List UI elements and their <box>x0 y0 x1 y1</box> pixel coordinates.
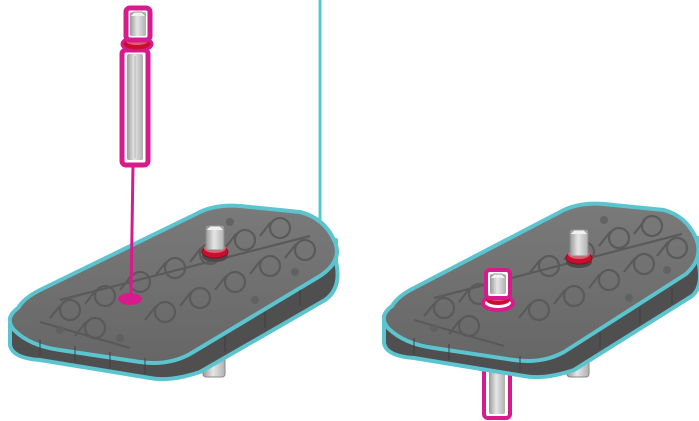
standing-shaft-right <box>565 229 593 268</box>
panel-before <box>7 5 340 382</box>
standing-shaft-left <box>201 225 229 262</box>
target-hole-icon <box>118 293 142 305</box>
panel-after <box>381 201 699 420</box>
shaft-top-cap <box>123 5 153 43</box>
structural-plate-icon <box>381 201 699 380</box>
structural-plate-icon <box>7 203 340 382</box>
inserted-shaft-top <box>481 268 515 312</box>
insertion-path-line <box>129 163 135 299</box>
axle-shaft-icon <box>119 47 151 168</box>
